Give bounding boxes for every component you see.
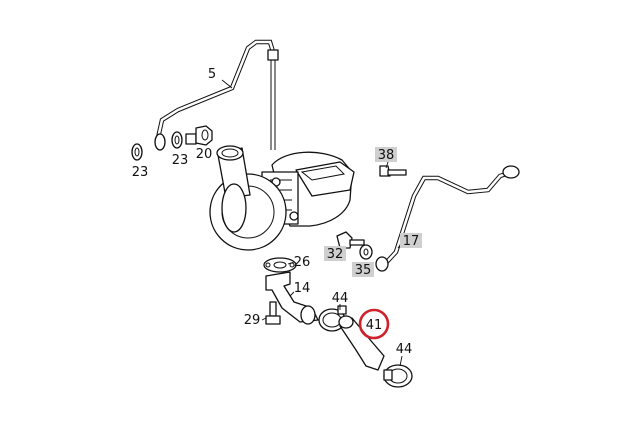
gasket-26 [263,257,297,273]
turbocharger [209,145,355,251]
callout-41: 41 [366,318,383,333]
oil-feed-pipe [154,39,279,151]
callout-35: 35 [355,263,372,278]
hose-41 [338,315,385,371]
callout-17: 17 [403,234,420,249]
tag-38 [375,147,397,162]
callout-29: 29 [244,313,261,328]
washer-23-right [171,131,183,149]
bolt-32 [336,231,365,249]
callout-23: 23 [172,153,189,168]
callout-14: 14 [294,281,311,296]
hose-clamp-44-lower [383,364,413,388]
callout-38: 38 [378,148,395,163]
bolt-38 [379,165,407,177]
bolt-29 [265,301,281,325]
pipe-14 [265,271,319,325]
callout-26: 26 [294,255,311,270]
highlight-ring-41 [358,308,390,340]
washer-35 [359,244,373,260]
callout-5: 5 [208,67,216,82]
oil-return-pipe [375,165,520,272]
washer-23-left [131,143,143,161]
callout-44: 44 [396,342,413,357]
callout-44: 44 [332,291,349,306]
tag-35 [352,262,374,277]
callout-23: 23 [132,165,149,180]
banjo-bolt-20 [185,125,213,146]
callout-32: 32 [327,247,344,262]
tag-17 [400,233,422,248]
callout-20: 20 [196,147,213,162]
tag-32 [324,246,346,261]
